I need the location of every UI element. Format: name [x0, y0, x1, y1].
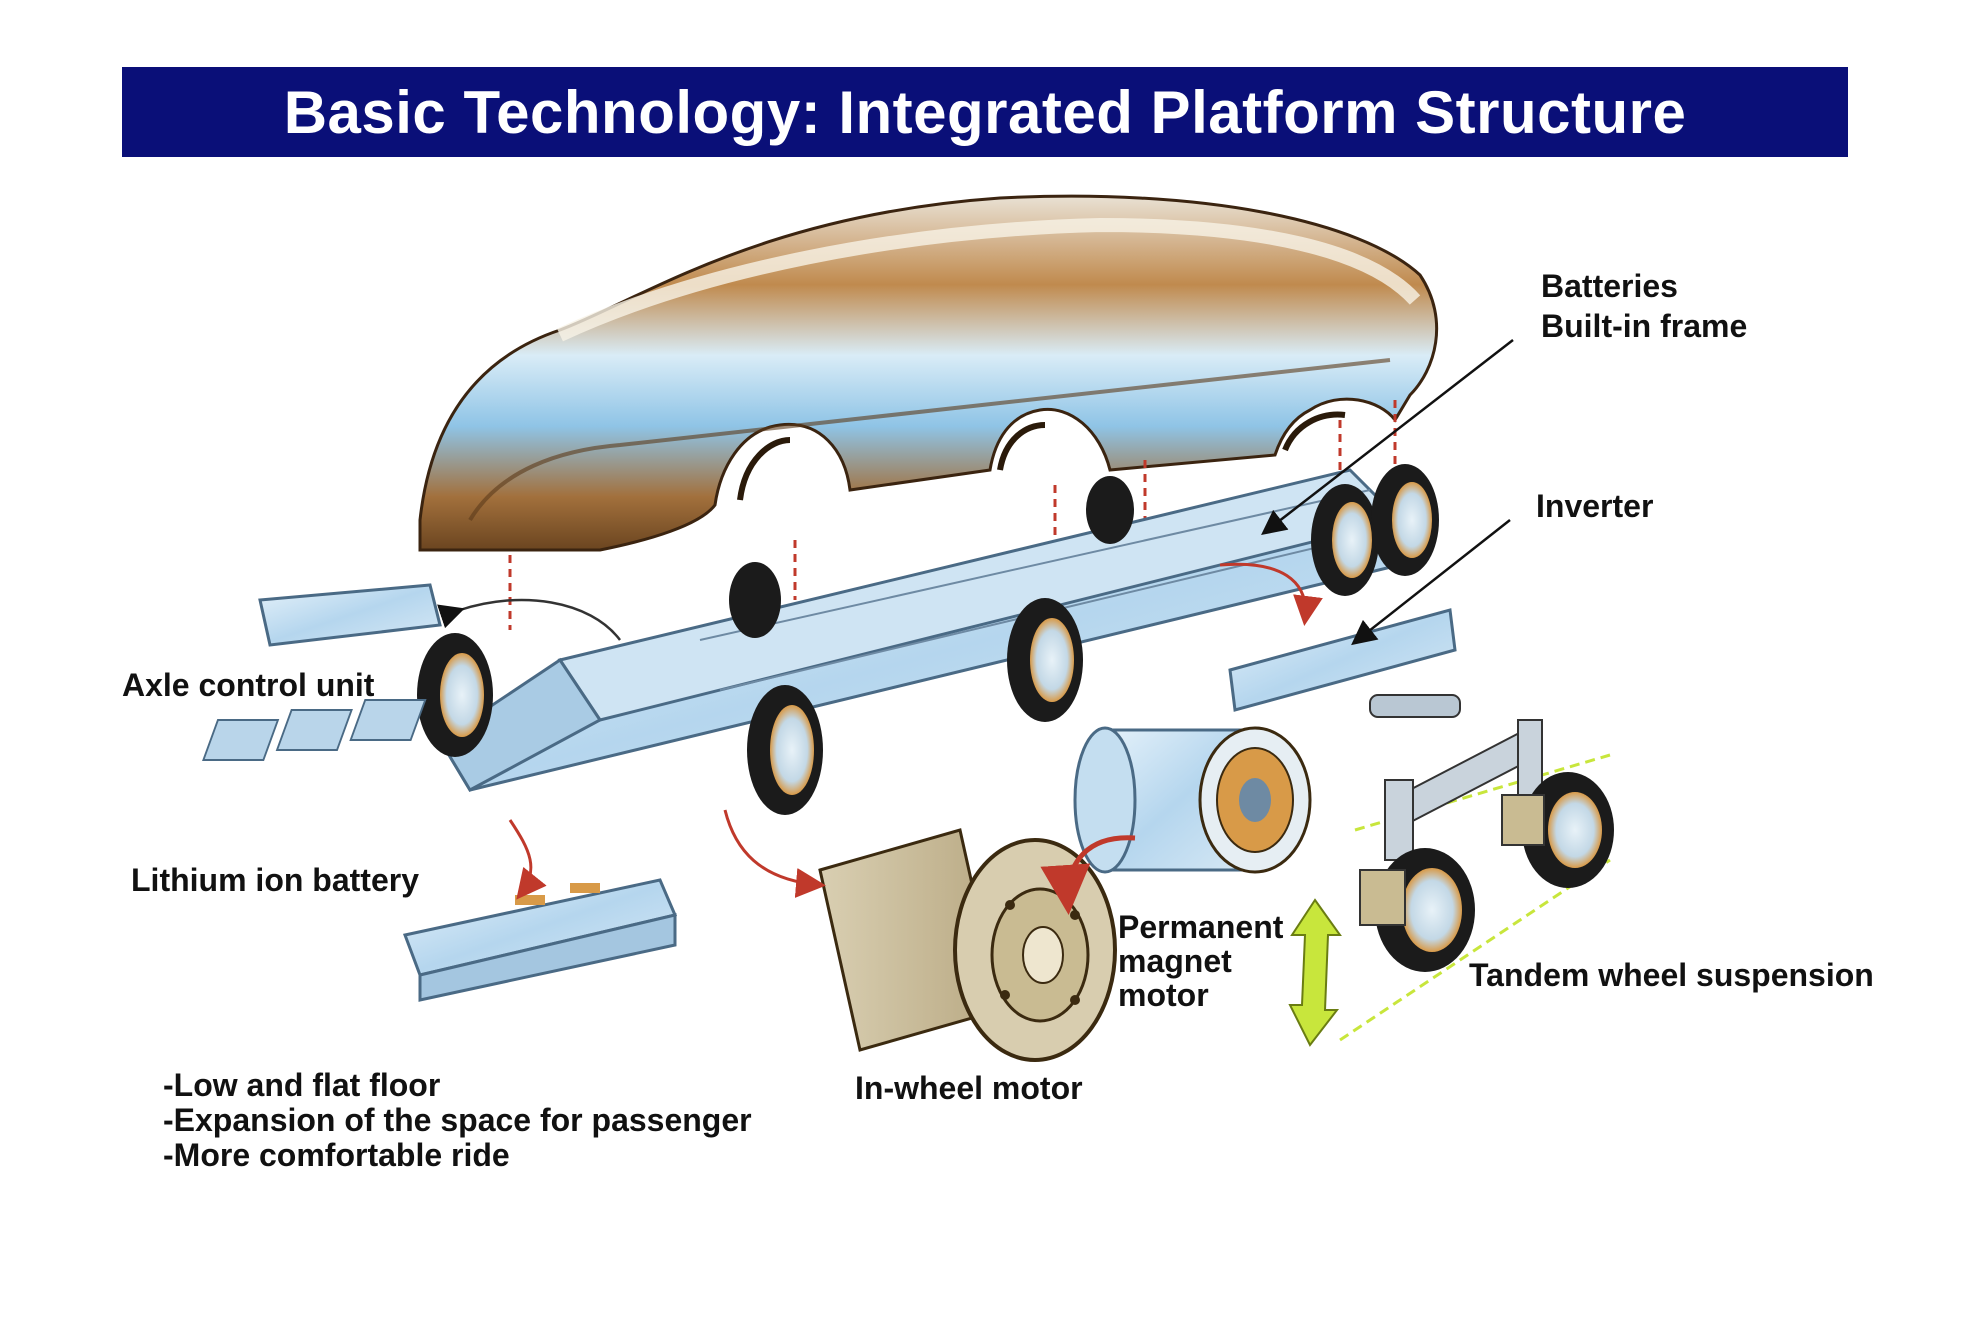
- motor-red-arrow: [723, 809, 826, 898]
- axle-control-arrow: [437, 598, 621, 641]
- in-wheel-motor-drawing: [818, 828, 1117, 1062]
- permanent-magnet-motor-drawing: [1073, 726, 1312, 874]
- inverter-leader-line: [1351, 519, 1511, 646]
- in-wheel-motor-label: In-wheel motor: [855, 1070, 1083, 1106]
- tandem-suspension-drawing: [1339, 694, 1614, 1042]
- axle-control-unit-box: [258, 583, 442, 647]
- axle-control-unit-label: Axle control unit: [122, 667, 375, 703]
- chassis-frame: [437, 468, 1423, 792]
- built-in-frame-label: Built-in frame: [1541, 308, 1748, 344]
- inverter-red-arrow: [1219, 562, 1323, 626]
- car-body-shell: [418, 194, 1439, 552]
- vertical-travel-arrow-icon: [1288, 898, 1342, 1047]
- batteries-leader-line: [1261, 339, 1514, 536]
- magnet-red-arrow: [1040, 835, 1136, 915]
- lithium-ion-battery-label: Lithium ion battery: [131, 862, 419, 898]
- permanent-magnet-motor-line2: magnet: [1118, 943, 1232, 979]
- benefits-list: -Low and flat floor -Expansion of the sp…: [163, 1068, 752, 1173]
- benefit-item: -More comfortable ride: [163, 1137, 510, 1173]
- lithium-battery-pack: [402, 878, 678, 1002]
- permanent-magnet-motor-line1: Permanent: [1118, 909, 1284, 945]
- drop-guide-lines: [508, 400, 1397, 630]
- slide-title: Basic Technology: Integrated Platform St…: [283, 78, 1687, 146]
- battery-red-arrow: [508, 819, 547, 900]
- batteries-label-line1: Batteries: [1541, 268, 1678, 304]
- chassis-wheels: [417, 464, 1439, 815]
- permanent-magnet-motor-line3: motor: [1118, 977, 1209, 1013]
- benefit-item: -Low and flat floor: [163, 1067, 441, 1103]
- title-bar: Basic Technology: Integrated Platform St…: [122, 67, 1848, 157]
- permanent-magnet-motor-label: Permanent magnet motor: [1118, 910, 1283, 1012]
- tandem-wheel-suspension-label: Tandem wheel suspension: [1469, 957, 1874, 993]
- benefit-item: -Expansion of the space for passenger: [163, 1102, 752, 1138]
- inverter-label: Inverter: [1536, 488, 1654, 524]
- chassis-battery-cells: [202, 699, 427, 761]
- batteries-label: Batteries Built-in frame: [1541, 266, 1747, 346]
